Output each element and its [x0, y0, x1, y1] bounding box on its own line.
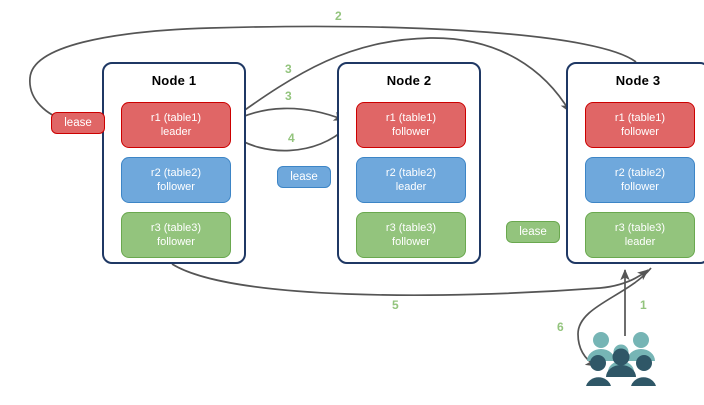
replica-name: r3 (table3) — [150, 222, 202, 234]
replica-role: follower — [392, 126, 430, 138]
lease-badge-red[interactable]: lease — [51, 112, 105, 134]
node-title: Node 2 — [386, 73, 432, 88]
replica-name: r1 (table1) — [614, 112, 666, 124]
replica-r1[interactable]: r1 (table1) follower — [585, 102, 695, 148]
replica-role: follower — [157, 181, 195, 193]
lease-label: lease — [64, 117, 92, 129]
edge-5-path — [171, 263, 649, 297]
replica-r3[interactable]: r3 (table3) follower — [356, 212, 466, 258]
node-title: Node 1 — [151, 73, 197, 88]
node-title: Node 3 — [615, 73, 661, 88]
replica-role: follower — [392, 236, 430, 248]
edge-label-4: 4 — [288, 131, 295, 145]
replica-r1[interactable]: r1 (table1) follower — [356, 102, 466, 148]
edge-label-3b: 3 — [285, 89, 292, 103]
lease-badge-blue[interactable]: lease — [277, 166, 331, 188]
edge-label-2: 2 — [335, 9, 342, 23]
replica-name: r2 (table2) — [150, 167, 202, 179]
edge-label-6: 6 — [557, 320, 564, 334]
node-card-node3[interactable]: Node 3 r1 (table1) follower r2 (table2) … — [566, 62, 704, 264]
replica-r2[interactable]: r2 (table2) follower — [121, 157, 231, 203]
lease-label: lease — [290, 171, 318, 183]
edge-label-1: 1 — [640, 298, 647, 312]
edge-label-5: 5 — [392, 298, 399, 312]
replica-name: r3 (table3) — [385, 222, 437, 234]
edge-label-3a: 3 — [285, 62, 292, 76]
replica-r1[interactable]: r1 (table1) leader — [121, 102, 231, 148]
replica-name: r1 (table1) — [385, 112, 437, 124]
replica-name: r3 (table3) — [614, 222, 666, 234]
replica-role: follower — [621, 181, 659, 193]
replica-r2[interactable]: r2 (table2) leader — [356, 157, 466, 203]
node-card-node2[interactable]: Node 2 r1 (table1) follower r2 (table2) … — [337, 62, 481, 264]
replica-name: r2 (table2) — [385, 167, 437, 179]
replica-r3[interactable]: r3 (table3) leader — [585, 212, 695, 258]
replica-role: follower — [157, 236, 195, 248]
replica-role: leader — [395, 181, 427, 193]
replica-role: leader — [624, 236, 656, 248]
replica-name: r1 (table1) — [150, 112, 202, 124]
node-card-node1[interactable]: Node 1 r1 (table1) leader r2 (table2) fo… — [102, 62, 246, 264]
replica-role: leader — [160, 126, 192, 138]
lease-label: lease — [519, 226, 547, 238]
lease-badge-green[interactable]: lease — [506, 221, 560, 243]
replica-name: r2 (table2) — [614, 167, 666, 179]
replica-r2[interactable]: r2 (table2) follower — [585, 157, 695, 203]
replica-r3[interactable]: r3 (table3) follower — [121, 212, 231, 258]
users-group-icon — [586, 330, 660, 390]
replica-role: follower — [621, 126, 659, 138]
